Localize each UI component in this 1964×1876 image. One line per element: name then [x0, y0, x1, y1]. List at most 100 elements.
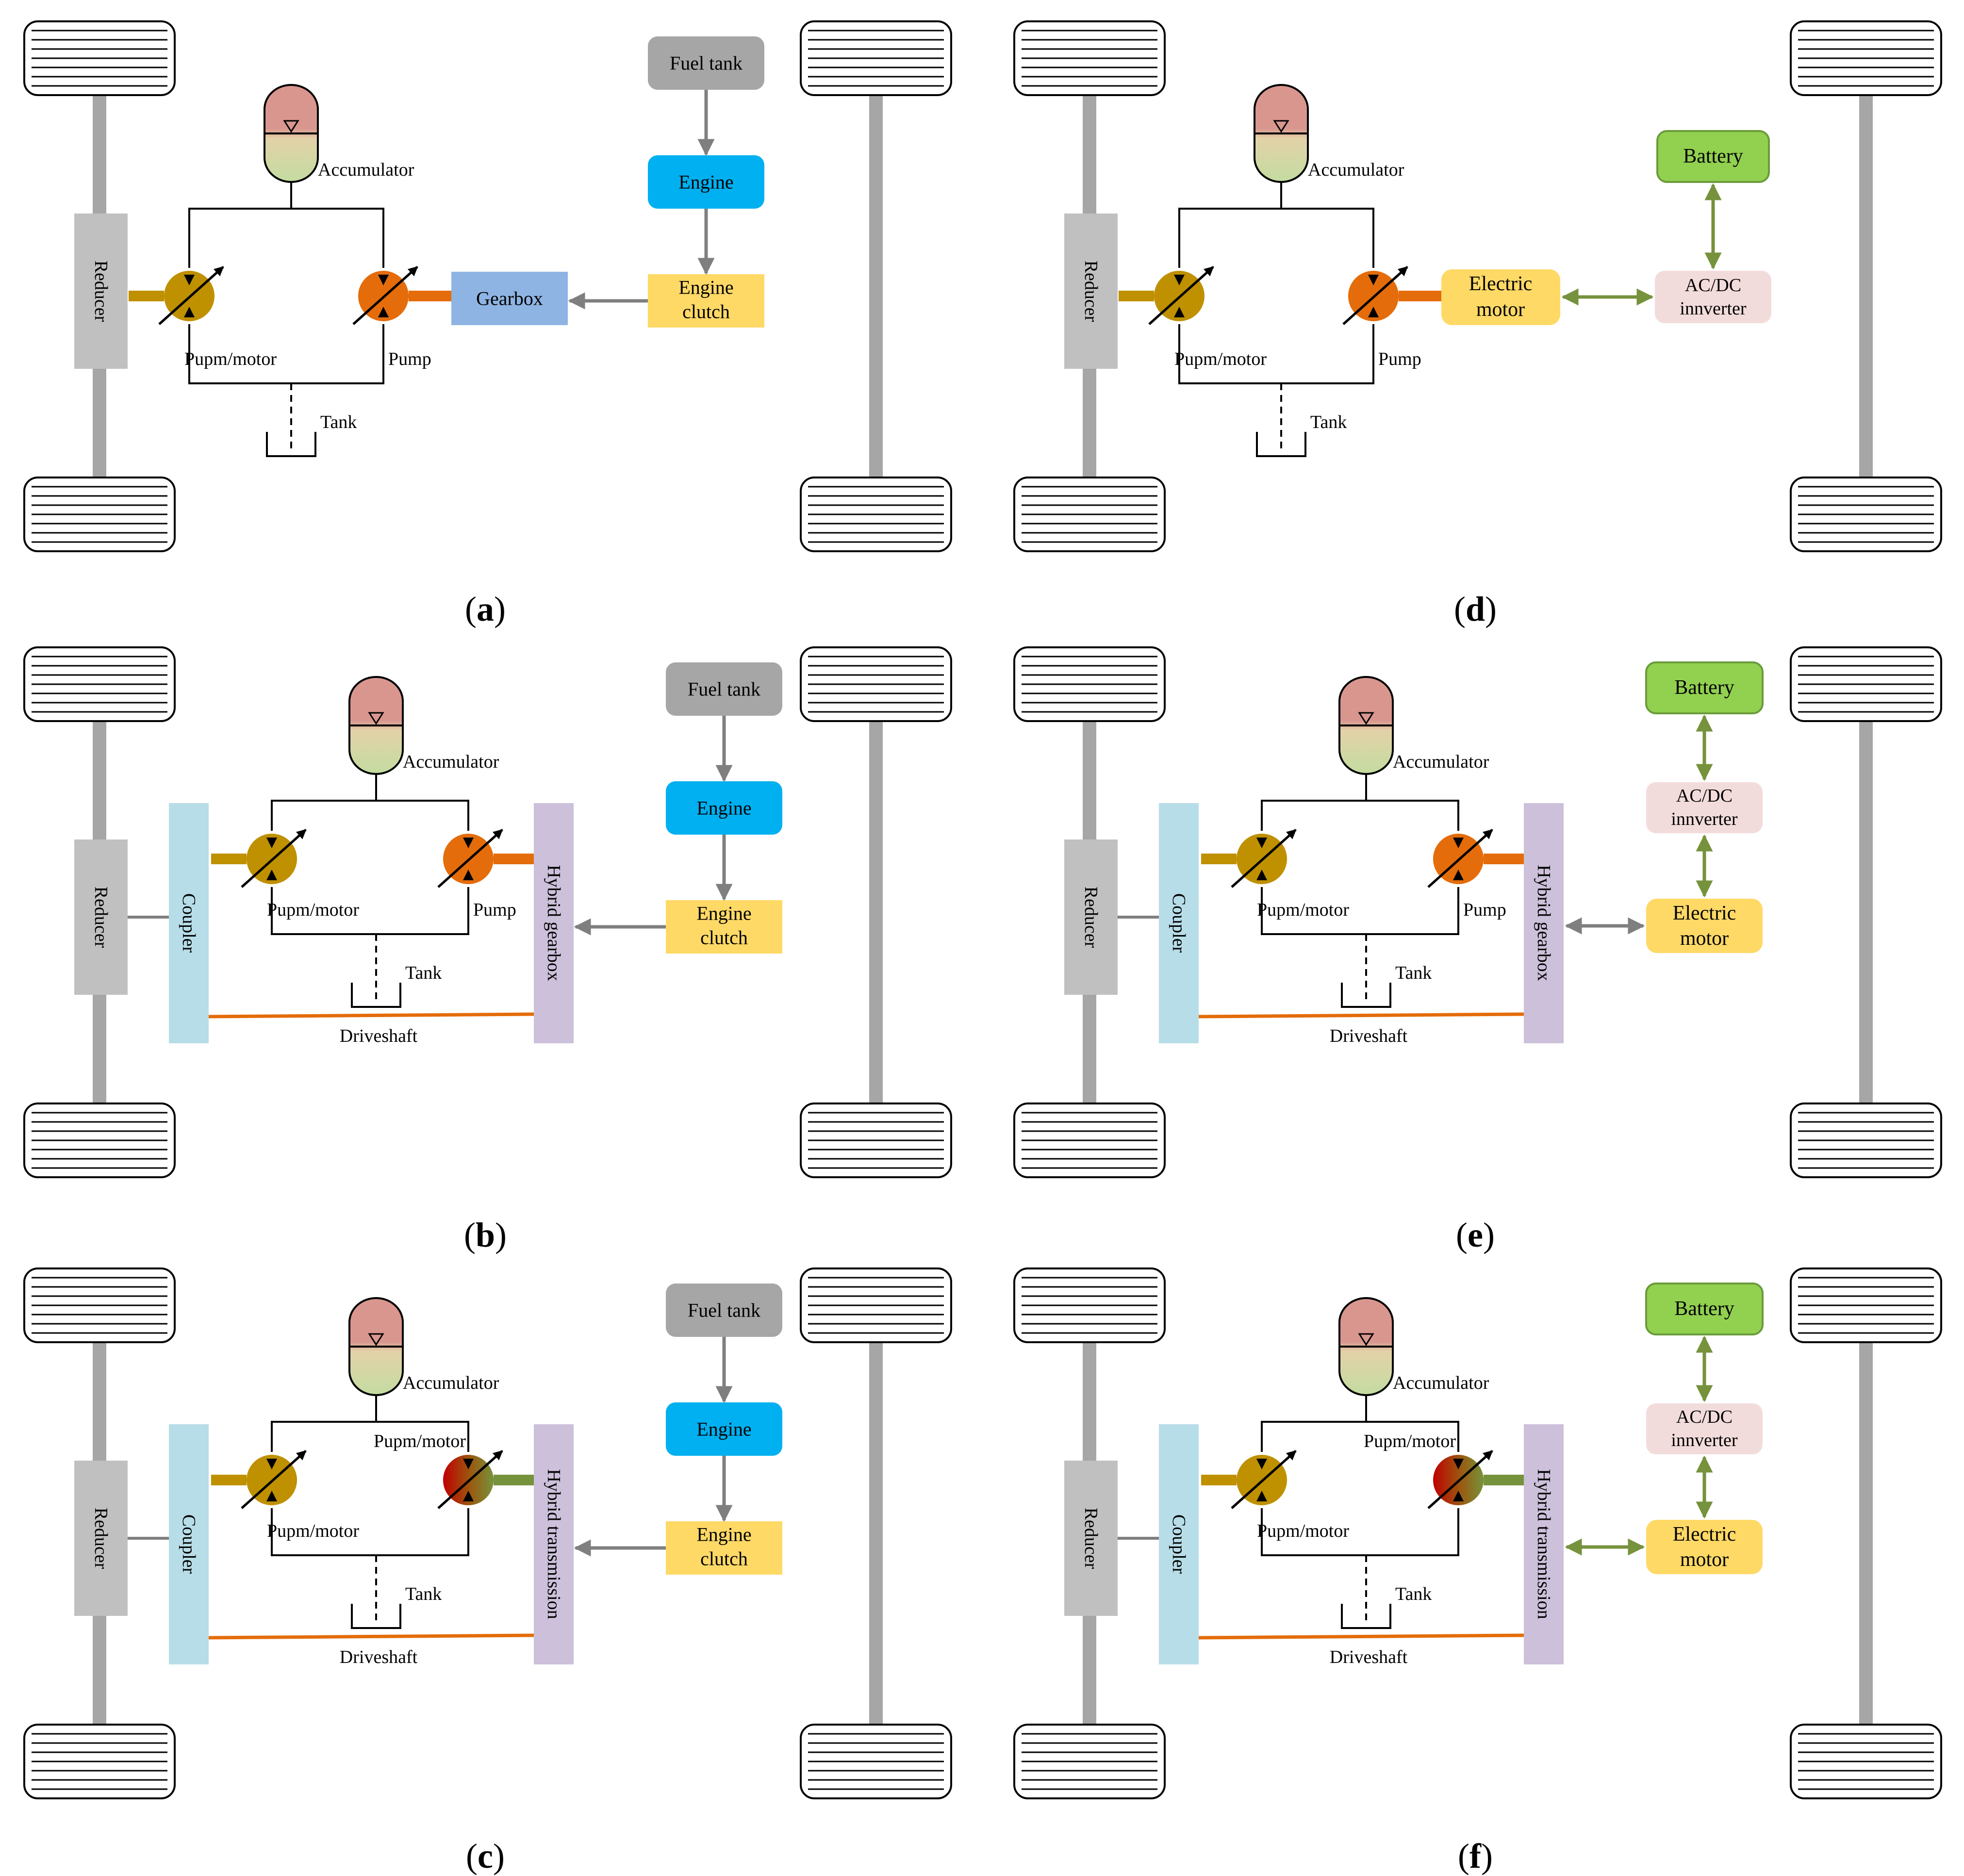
- level-symbol: [368, 712, 384, 725]
- variable-displacement-arrow: [1342, 266, 1408, 325]
- coupler-box: [1159, 803, 1199, 1043]
- panel-c: ReducerAccumulatorTankPupm/motorPupm/mot…: [23, 1267, 952, 1876]
- right-pump: [1427, 829, 1493, 888]
- caption-open-paren: (: [1458, 1837, 1469, 1876]
- engine-box: [648, 155, 764, 209]
- variable-displacement-arrow: [1231, 1450, 1297, 1509]
- high-pressure-line: [271, 800, 469, 831]
- battery-box: [1645, 1283, 1764, 1335]
- tank-symbol: [266, 432, 316, 457]
- flow-triangle: [266, 1459, 277, 1501]
- accumulator-label: Accumulator: [1308, 160, 1404, 180]
- driveshaft: [1198, 1012, 1524, 1019]
- reducer-box: [1064, 1461, 1118, 1616]
- reducer-box: [74, 839, 128, 995]
- level-symbol: [1358, 712, 1374, 725]
- caption-close-paren: ): [1481, 1837, 1493, 1876]
- driveshaft: [208, 1633, 534, 1640]
- variable-displacement-arrow: [158, 266, 224, 325]
- tank-symbol: [1341, 983, 1391, 1008]
- wheel-front-left: [23, 646, 176, 722]
- inverter-box: [1646, 782, 1763, 833]
- low-pressure-line: [188, 324, 384, 384]
- caption-open-paren: (: [465, 590, 477, 628]
- wheel-rear-left: [1790, 646, 1942, 722]
- wheel-front-right: [23, 1103, 176, 1178]
- flow-triangle: [1453, 1459, 1464, 1501]
- caption-close-paren: ): [493, 1837, 505, 1876]
- right-pump-motor: [437, 1450, 503, 1509]
- fuel-tank-box: [666, 662, 782, 716]
- wheel-rear-right: [800, 1103, 952, 1178]
- coupler-label: Coupler: [1169, 1514, 1189, 1574]
- tank-label: Tank: [1395, 1584, 1432, 1604]
- panel-caption: (b): [464, 1216, 507, 1254]
- coupler-label: Coupler: [1169, 893, 1189, 953]
- caption-letter: a: [477, 590, 494, 628]
- caption-open-paren: (: [466, 1837, 478, 1876]
- coupler-box: [1159, 1424, 1199, 1664]
- driveshaft-label: Driveshaft: [1330, 1026, 1408, 1046]
- transmission-box: [1524, 803, 1564, 1043]
- wheel-front-right: [1013, 1103, 1166, 1178]
- right-pump: [352, 266, 418, 325]
- engine-clutch-label-1: Engine: [678, 277, 733, 298]
- accumulator-label: Accumulator: [1393, 752, 1489, 772]
- variable-displacement-arrow: [352, 266, 418, 325]
- accumulator: [348, 1297, 404, 1396]
- right-pump: [1342, 266, 1408, 325]
- accumulator: [1338, 1297, 1394, 1396]
- transmission-box: [534, 803, 574, 1043]
- wheel-rear-right: [1790, 1724, 1942, 1799]
- driveshaft: [208, 1012, 534, 1019]
- engine-label: Engine: [696, 797, 751, 819]
- wheel-rear-left: [800, 646, 952, 722]
- caption-letter: e: [1468, 1216, 1483, 1254]
- wheel-front-left: [23, 1267, 176, 1343]
- electric-motor-label-2: motor: [1680, 1548, 1729, 1571]
- caption-close-paren: ): [495, 1216, 507, 1254]
- hydraulic-circuit: [271, 1297, 469, 1556]
- electric-motor-label-1: Electric: [1469, 273, 1533, 295]
- left-unit-label: Pupm/motor: [1257, 1521, 1349, 1541]
- variable-displacement-arrow: [241, 1450, 307, 1509]
- hydraulic-circuit: [188, 84, 384, 384]
- caption-letter: b: [476, 1216, 495, 1254]
- engine-clutch-label-2: clutch: [682, 301, 730, 323]
- flow-triangle: [266, 838, 277, 880]
- reducer-box: [1064, 214, 1118, 369]
- engine-box: [666, 781, 782, 835]
- right-unit-label: Pump: [388, 349, 431, 369]
- left-unit-label: Pupm/motor: [267, 1521, 359, 1541]
- driveshaft: [1198, 1633, 1524, 1640]
- high-pressure-line: [1261, 800, 1459, 831]
- accumulator: [264, 84, 319, 183]
- wheel-front-left: [23, 20, 176, 96]
- inverter-label-1: AC/DC: [1676, 786, 1733, 806]
- right-unit-label: Pupm/motor: [1364, 1431, 1456, 1451]
- caption-close-paren: ): [1485, 590, 1497, 628]
- tank-label: Tank: [1395, 963, 1432, 983]
- low-pressure-line: [1261, 1508, 1459, 1556]
- electric-motor-label-2: motor: [1680, 927, 1729, 950]
- high-pressure-line: [1178, 208, 1374, 268]
- driveshaft-label: Driveshaft: [1330, 1647, 1408, 1667]
- variable-displacement-arrow: [1427, 829, 1493, 888]
- transmission-box: [534, 1424, 574, 1664]
- left-pump-motor: [241, 1450, 307, 1509]
- flow-triangle: [463, 1459, 474, 1501]
- panel-caption: (c): [466, 1837, 505, 1876]
- transmission-label: Hybrid transmission: [1534, 1469, 1554, 1619]
- driveshaft-label: Driveshaft: [340, 1647, 418, 1667]
- panel-caption: (e): [1456, 1216, 1495, 1254]
- reducer-box: [1064, 839, 1118, 995]
- tank-symbol: [351, 1604, 401, 1629]
- engine-label: Engine: [696, 1418, 751, 1440]
- engine-clutch-box: [666, 1521, 782, 1575]
- inverter-box: [1655, 271, 1771, 323]
- inverter-label-2: innverter: [1671, 1430, 1738, 1450]
- electric-motor-box: [1441, 269, 1560, 325]
- flow-triangle: [463, 838, 474, 880]
